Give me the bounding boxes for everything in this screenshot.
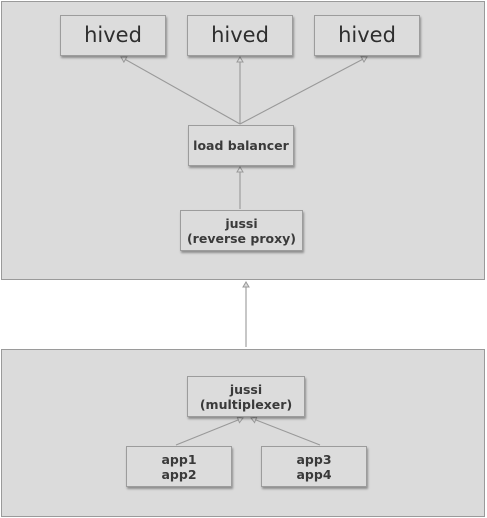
- load-balancer-node: load balancer: [188, 125, 294, 166]
- jussi-proxy-line1: jussi: [225, 215, 258, 231]
- apps-left-line2: app2: [161, 466, 197, 482]
- apps-left-node: app1 app2: [126, 446, 232, 487]
- client-apps-panel: [1, 349, 485, 517]
- hived-node-1: hived: [60, 15, 166, 56]
- jussi-proxy-line2: (reverse proxy): [186, 230, 297, 246]
- jussi-multiplexer-node: jussi (multiplexer): [187, 376, 305, 417]
- jussi-reverse-proxy-node: jussi (reverse proxy): [180, 210, 303, 251]
- hived-node-3: hived: [314, 15, 420, 56]
- apps-right-line1: app3: [296, 451, 332, 467]
- apps-left-line1: app1: [161, 451, 197, 467]
- hived-node-2-label: hived: [211, 22, 269, 47]
- load-balancer-label: load balancer: [193, 138, 289, 153]
- hived-node-3-label: hived: [338, 22, 396, 47]
- hived-node-1-label: hived: [84, 22, 142, 47]
- hived-node-2: hived: [187, 15, 293, 56]
- jussi-mux-line1: jussi: [229, 381, 263, 397]
- jussi-mux-line2: (multiplexer): [199, 396, 293, 412]
- apps-right-node: app3 app4: [261, 446, 367, 487]
- apps-right-line2: app4: [296, 466, 332, 482]
